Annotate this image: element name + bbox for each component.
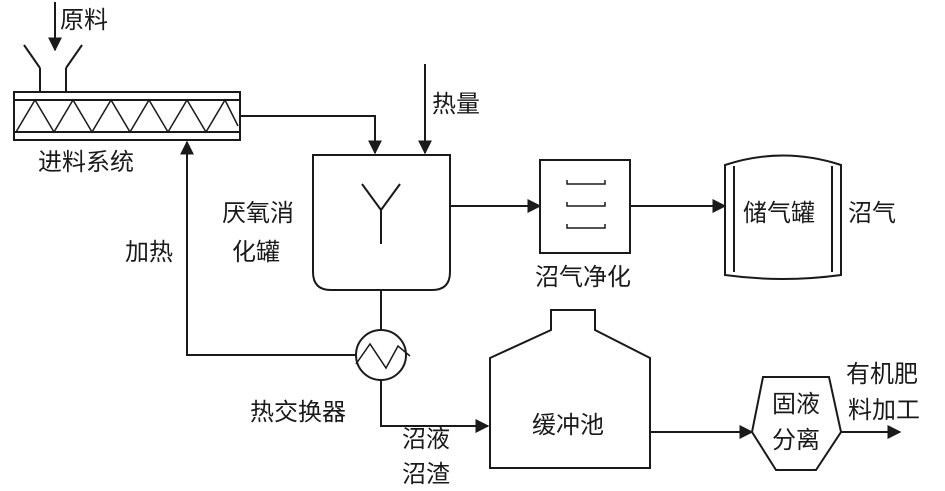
heating-return-arrow: [180, 140, 356, 356]
heat-exchanger-coil: [355, 342, 411, 370]
gas-holder-label: 储气罐: [743, 199, 815, 227]
heat-exchanger-label: 热交换器: [250, 398, 346, 426]
gas-holder-tank: [724, 154, 842, 280]
feed-system-label: 进料系统: [38, 148, 134, 176]
digester-label-line1: 厌氧消: [222, 199, 294, 227]
coil-icon: [355, 329, 407, 381]
separator-label-line1: 固液: [772, 390, 820, 418]
feed-to-digester-arrow: [240, 115, 382, 155]
solid-liquid-separator: [750, 376, 843, 471]
feed-hopper: [23, 44, 83, 92]
slurry-label-line1: 沼液: [402, 425, 450, 453]
raw-material-label: 原料: [60, 6, 108, 34]
biogas-purification-label: 沼气净化: [535, 263, 631, 291]
biogas-output-label: 沼气: [848, 199, 896, 227]
exchanger-to-buffer-arrow: [380, 380, 490, 433]
slurry-label-line2: 沼渣: [402, 460, 450, 488]
buffer-tank-label: 缓冲池: [532, 411, 604, 439]
fertilizer-label-line2: 料加工: [848, 396, 920, 424]
digester-label-line2: 化罐: [232, 238, 280, 266]
stirrer-icon: [361, 183, 401, 244]
fertilizer-label-line1: 有机肥: [846, 360, 918, 388]
buffer-tank: [489, 309, 651, 469]
heating-label: 加热: [125, 238, 173, 266]
filter-trays-icon: [566, 180, 606, 229]
separator-label-line2: 分离: [772, 426, 820, 454]
heat-label: 热量: [432, 90, 480, 118]
screw-conveyor-icon: [13, 91, 241, 141]
